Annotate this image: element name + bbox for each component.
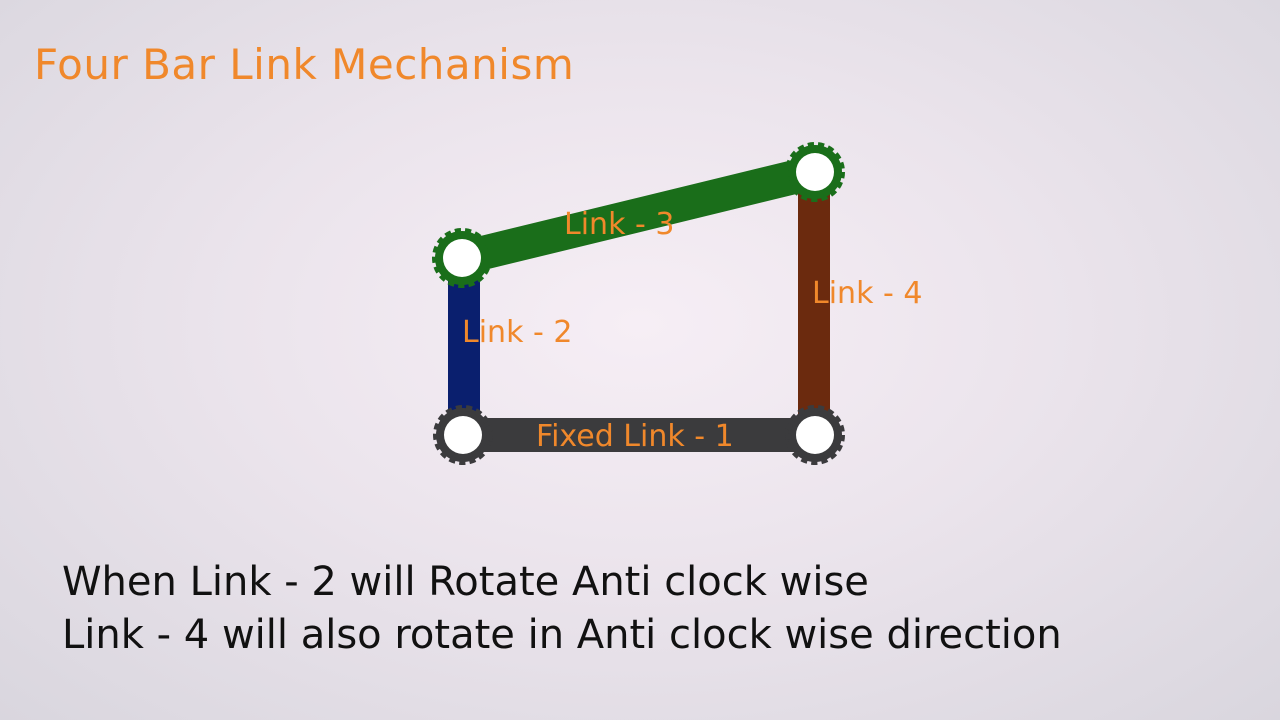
joint-top-left [432, 228, 492, 288]
caption-line-1: When Link - 2 will Rotate Anti clock wis… [62, 559, 869, 605]
link-2-label: Link - 2 [462, 315, 572, 350]
fixed-link-1-label: Fixed Link - 1 [536, 419, 734, 454]
joint-top-right [785, 142, 845, 202]
link-2-bar [448, 262, 480, 430]
caption-line-2: Link - 4 will also rotate in Anti clock … [62, 612, 1062, 658]
fixed-link-1-bar [455, 418, 825, 452]
joint-bottom-left [433, 405, 493, 465]
link-3-label: Link - 3 [564, 207, 674, 242]
link-4-label: Link - 4 [812, 276, 922, 311]
link-4-bar [798, 172, 830, 434]
link-3-bar [445, 155, 832, 275]
page-title: Four Bar Link Mechanism [34, 40, 575, 89]
joint-bottom-right [785, 405, 845, 465]
